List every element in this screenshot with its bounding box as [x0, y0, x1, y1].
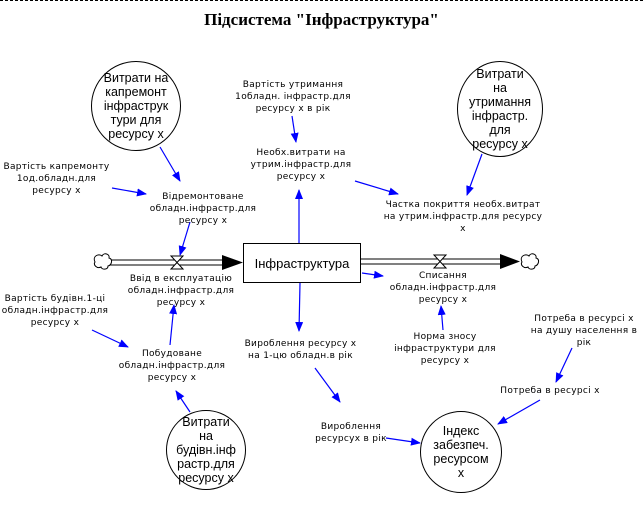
- link-repair-unit-to-repaired: [111, 187, 147, 197]
- circle-maintenance-costs[interactable]: Витрати на утримання інфрастр. для ресур…: [457, 61, 543, 157]
- link-production-unit-to-year: [314, 367, 341, 403]
- circle-repair-costs[interactable]: Витрати на капремонт інфраструк тури для…: [91, 61, 181, 151]
- link-repaired-to-inflow: [178, 221, 191, 256]
- outflow-valve-icon[interactable]: [432, 254, 448, 269]
- circle-supply-index-label: Індекс забезпеч. ресурсом х: [433, 424, 489, 480]
- flow-outflow-label[interactable]: Списання обладн.інфрастр.для ресурсу х: [389, 271, 497, 305]
- link-construction-costs-to-built: [175, 390, 191, 413]
- var-needed-maint-costs[interactable]: Необх.витрати на утрим.інфрастр.для ресу…: [250, 148, 352, 182]
- source-cloud-icon: [93, 253, 112, 270]
- circle-repair-costs-label: Витрати на капремонт інфраструк тури для…: [103, 71, 169, 141]
- link-depreciation-to-outflow: [437, 305, 446, 331]
- var-built-equipment[interactable]: Побудоване обладн.інфрастр.для ресурсу х: [118, 349, 226, 383]
- diagram-title: Підсистема "Інфраструктура": [204, 10, 439, 29]
- link-maint-unit-to-needed: [290, 115, 299, 143]
- link-stock-to-outflow: [361, 270, 384, 279]
- circle-construction-costs[interactable]: Витрати на будівн.інф растр.для ресурсу …: [166, 410, 246, 490]
- circle-maintenance-costs-label: Витрати на утримання інфрастр. для ресур…: [468, 67, 532, 151]
- var-maint-cost-unit[interactable]: Вартість утримання 1обладн. інфрастр.для…: [235, 80, 351, 114]
- stock-infrastructure-label: Інфраструктура: [254, 255, 350, 271]
- var-repair-cost-unit[interactable]: Вартість капремонту 1од.обладн.для ресур…: [3, 162, 110, 196]
- outflow-pipe: [361, 254, 520, 269]
- circle-construction-costs-label: Витрати на будівн.інф растр.для ресурсу …: [176, 415, 236, 485]
- var-build-cost-unit[interactable]: Вартість будівн.1-ці обладн.інфрастр.для…: [1, 294, 109, 328]
- link-stock-to-production-unit: [295, 282, 304, 332]
- outflow-arrowhead: [500, 254, 520, 269]
- var-production-per-unit[interactable]: Вироблення ресурсу х на 1-цю обладн.в рі…: [244, 339, 357, 361]
- link-maint-costs-to-coverage: [466, 153, 483, 196]
- var-repaired-equipment[interactable]: Відремонтоване обладн.інфрастр.для ресур…: [149, 192, 257, 226]
- circle-supply-index[interactable]: Індекс забезпеч. ресурсом х: [420, 411, 502, 493]
- link-needed-to-coverage: [354, 180, 399, 196]
- link-production-year-to-index: [385, 437, 421, 446]
- link-built-to-inflow: [169, 304, 178, 346]
- flow-inflow-label[interactable]: Ввід в експлуатацію обладн.інфрастр.для …: [127, 274, 235, 308]
- var-demand-per-capita[interactable]: Потреба в ресурсі х на душу населення в …: [530, 314, 638, 348]
- top-dashed-border: [0, 0, 643, 1]
- link-repair-costs-to-repaired: [159, 146, 181, 182]
- inflow-valve-icon[interactable]: [169, 255, 185, 270]
- inflow-pipe: [110, 255, 243, 270]
- link-demand-to-index: [497, 399, 541, 425]
- inflow-arrowhead: [222, 255, 243, 270]
- link-build-unit-to-built: [91, 329, 129, 348]
- link-per-capita-to-demand: [555, 347, 573, 383]
- stock-infrastructure[interactable]: Інфраструктура: [243, 243, 361, 283]
- var-demand[interactable]: Потреба в ресурсі х: [500, 386, 600, 396]
- sink-cloud-icon: [520, 253, 539, 270]
- var-depreciation-rate[interactable]: Норма зносу інфраструктури для ресурсу х: [394, 332, 496, 366]
- var-coverage-share[interactable]: Частка покриття необх.витрат на утрим.ін…: [383, 200, 543, 234]
- var-production-per-year[interactable]: Вироблення ресурсух в рік: [315, 422, 387, 444]
